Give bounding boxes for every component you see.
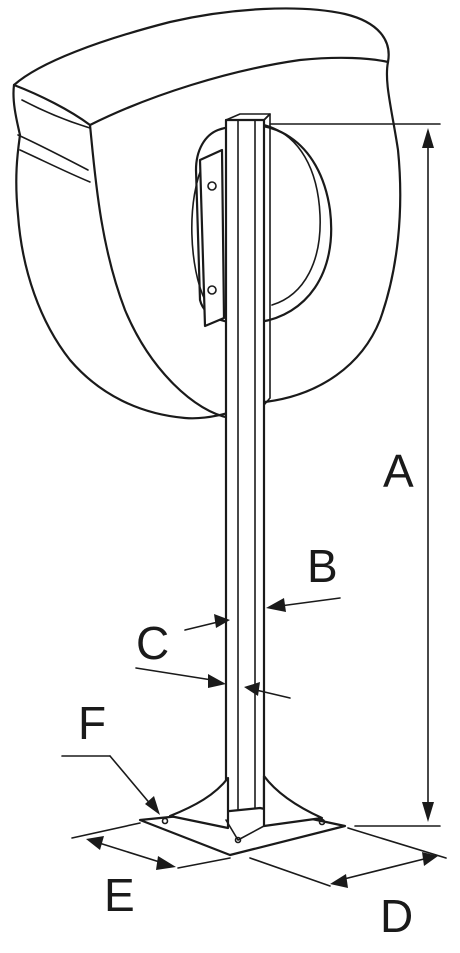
vertical-post xyxy=(224,113,271,841)
bolt-icon xyxy=(207,181,217,191)
arrow-left-icon xyxy=(86,836,104,850)
label-b: B xyxy=(307,540,338,592)
arrow-left-icon xyxy=(266,598,286,612)
base-plate xyxy=(138,774,347,857)
dimension-a xyxy=(269,123,441,827)
label-d: D xyxy=(380,890,414,942)
label-a: A xyxy=(383,445,414,497)
label-c: C xyxy=(136,617,170,669)
arrow-left-icon xyxy=(330,874,348,888)
dimension-b xyxy=(266,597,341,612)
arrow-left-icon xyxy=(244,682,260,696)
arrow-right-icon xyxy=(422,852,438,866)
arrow-right-icon xyxy=(156,856,176,870)
arrow-up-icon xyxy=(422,128,434,148)
label-e: E xyxy=(104,869,135,921)
dimension-c xyxy=(135,614,291,699)
bolt-icon xyxy=(207,285,217,295)
arrow-right-icon xyxy=(214,614,230,628)
dimension-e xyxy=(71,822,231,870)
arrow-down-right-icon xyxy=(145,796,160,815)
dimension-f xyxy=(61,755,160,815)
label-f: F xyxy=(78,697,107,749)
dimension-d xyxy=(249,827,447,888)
arrow-right-icon xyxy=(208,674,226,688)
arrow-down-icon xyxy=(422,802,434,822)
